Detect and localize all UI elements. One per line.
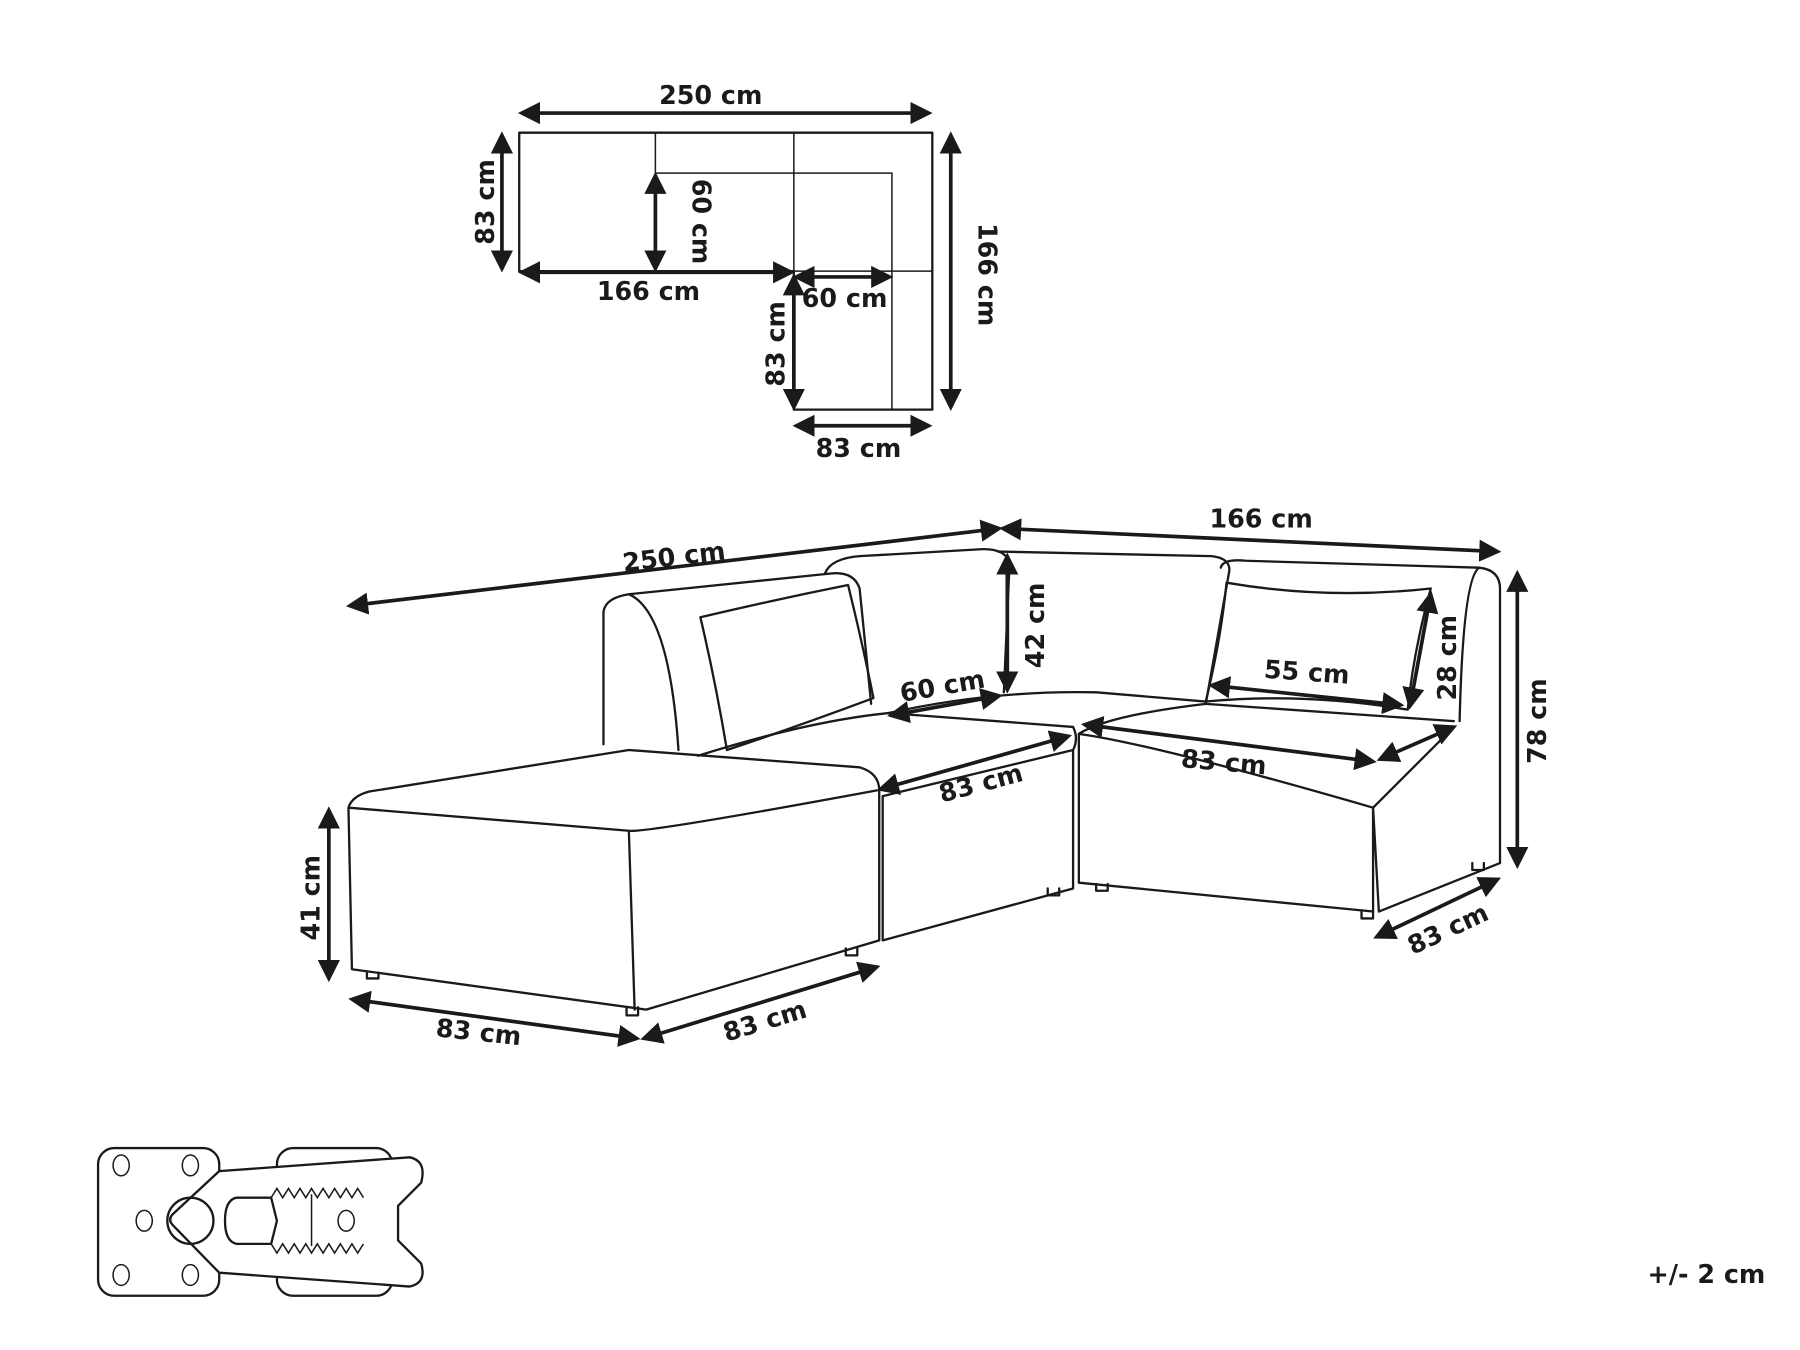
right-width-label: 83 cm	[1180, 743, 1268, 780]
top-view: 250 cm 83 cm 60 cm 166 cm 60 cm 166 cm 8…	[470, 80, 1003, 463]
top-corner-seat-label: 60 cm	[802, 283, 888, 313]
tolerance-label: +/- 2 cm	[1648, 1259, 1766, 1289]
top-depth-module-label: 83 cm	[761, 301, 791, 387]
top-width-label: 250 cm	[659, 80, 762, 110]
pillow-width-label: 55 cm	[1263, 654, 1351, 690]
width-total-label: 250 cm	[621, 535, 727, 577]
perspective-view: 250 cm 166 cm 42 cm 60 cm 55 cm 28 cm 78…	[296, 503, 1553, 1051]
back-height-label: 42 cm	[1020, 583, 1050, 669]
middle-width-label: 83 cm	[936, 757, 1026, 808]
depth-total-label: 166 cm	[1210, 503, 1313, 533]
top-width-module-label: 83 cm	[816, 433, 902, 463]
connector-clip-illustration	[96, 1146, 424, 1297]
top-depth-right-label: 166 cm	[972, 223, 1002, 326]
top-length-lower-label: 166 cm	[597, 276, 700, 306]
seat-height-label: 41 cm	[296, 855, 326, 941]
right-depth-label: 83 cm	[1403, 897, 1493, 960]
pillow-height-label: 28 cm	[1432, 615, 1462, 701]
top-depth-left-label: 83 cm	[470, 159, 500, 245]
top-seat-depth-label: 60 cm	[686, 179, 716, 265]
ottoman-width-label: 83 cm	[434, 1012, 522, 1051]
total-height-label: 78 cm	[1522, 678, 1552, 764]
